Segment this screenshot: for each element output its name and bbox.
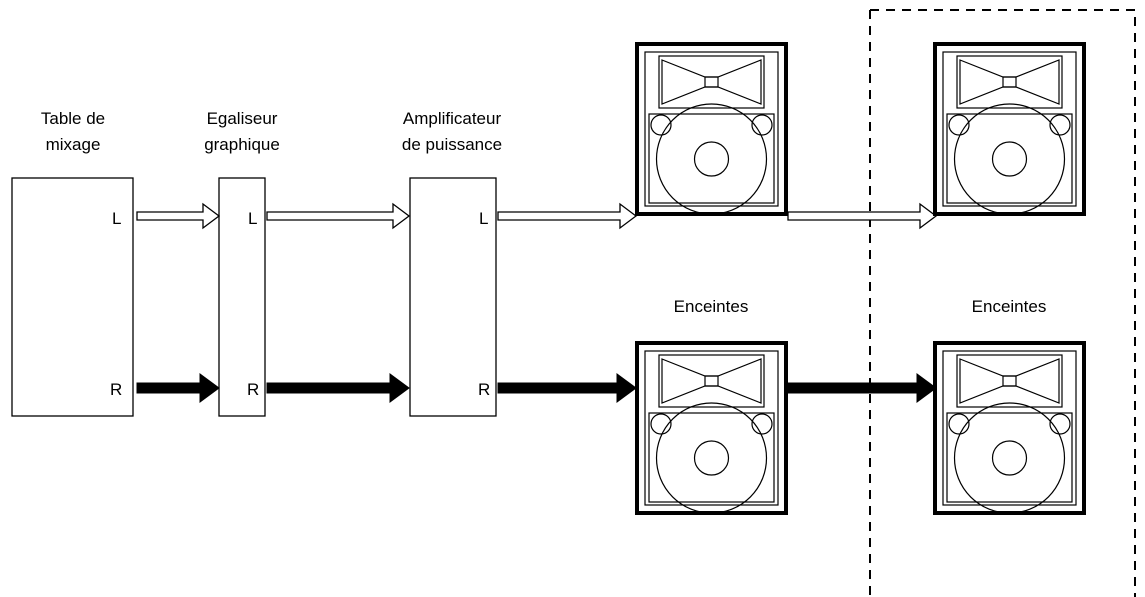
- right-signal-arrow: [136, 373, 220, 403]
- mixer-channel-left: L: [112, 209, 121, 228]
- mixer-box: [11, 177, 134, 417]
- speaker-extra-left: [933, 42, 1086, 216]
- mixer-title-line2: mixage: [46, 135, 101, 154]
- eq-title-line1: Egaliseur: [207, 109, 278, 128]
- amp-box: [409, 177, 497, 417]
- speaker-main-left: [635, 42, 788, 216]
- amp-channel-right: R: [478, 380, 490, 399]
- mixer-channel-right: R: [110, 380, 122, 399]
- left-signal-arrow: [787, 202, 938, 230]
- right-signal-arrow: [787, 373, 937, 403]
- amp-channel-left: L: [479, 209, 488, 228]
- right-signal-arrow: [266, 373, 410, 403]
- left-signal-arrow: [136, 202, 221, 230]
- left-signal-arrow: [497, 202, 638, 230]
- mixer-title-line1: Table de: [41, 109, 105, 128]
- speaker-extra-right: [933, 341, 1086, 515]
- speakers-extra-label: Enceintes: [972, 297, 1047, 316]
- speaker-main-right: [635, 341, 788, 515]
- right-signal-arrow: [497, 373, 637, 403]
- extension-zone-border: [869, 9, 1136, 597]
- amp-title-line2: de puissance: [402, 135, 502, 154]
- eq-channel-right: R: [247, 380, 259, 399]
- left-signal-arrow: [266, 202, 411, 230]
- eq-title-line2: graphique: [204, 135, 280, 154]
- eq-box: [218, 177, 266, 417]
- speakers-main-label: Enceintes: [674, 297, 749, 316]
- eq-channel-left: L: [248, 209, 257, 228]
- amp-title-line1: Amplificateur: [403, 109, 502, 128]
